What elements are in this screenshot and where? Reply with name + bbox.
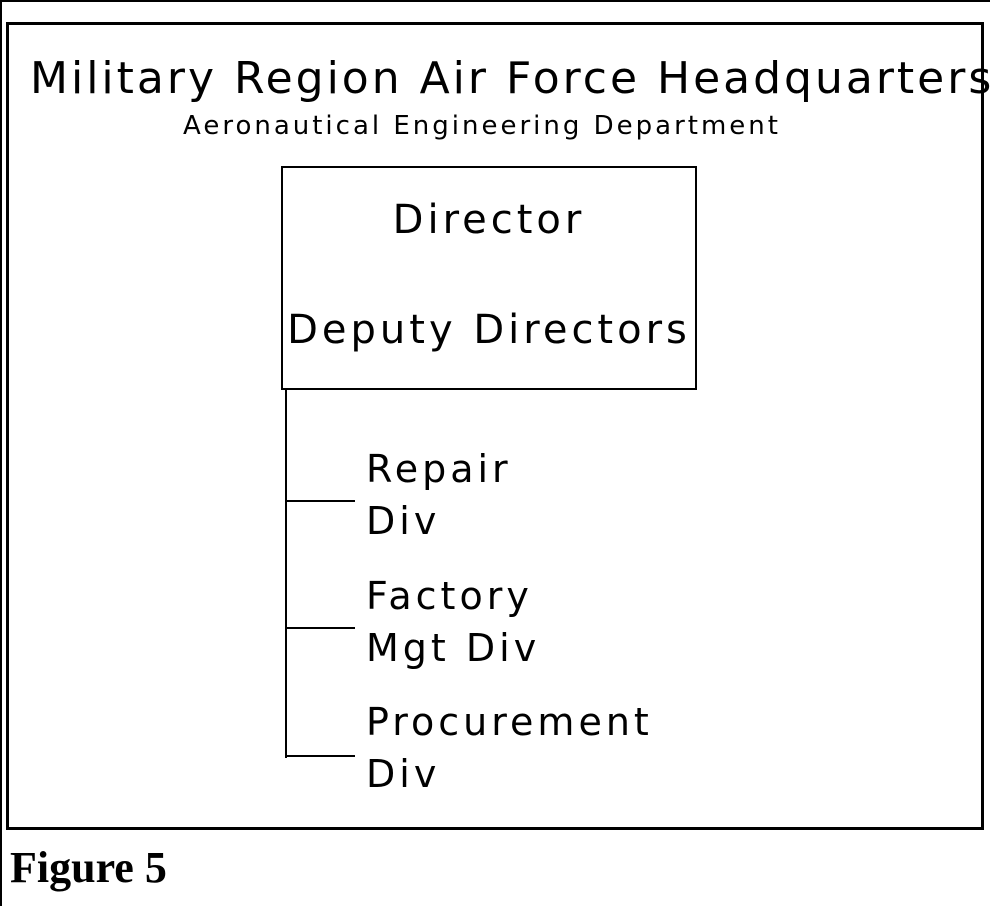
figure-caption: Figure 5 [10,843,167,892]
connector-branch-repair [285,500,355,502]
division-repair: Repair Div [366,443,512,547]
director-box: Director Deputy Directors [281,166,697,390]
division-repair-line2: Div [366,499,441,543]
page-left-border [0,0,2,906]
division-procurement-line2: Div [366,752,441,796]
division-factory-line1: Factory [366,574,533,618]
connector-branch-factory [285,627,355,629]
deputy-directors-label: Deputy Directors [287,307,691,353]
director-label: Director [392,197,586,243]
diagram-title: Military Region Air Force Headquarters [30,53,990,104]
division-factory-mgt: Factory Mgt Div [366,570,540,674]
division-factory-line2: Mgt Div [366,626,541,670]
division-procurement-line1: Procurement [366,700,653,744]
diagram-frame [6,22,984,830]
diagram-subtitle: Aeronautical Engineering Department [183,111,781,141]
division-repair-line1: Repair [366,447,512,491]
division-procurement: Procurement Div [366,696,653,800]
page-top-border [0,0,990,2]
connector-trunk-line [285,390,287,758]
connector-branch-procurement [285,755,355,757]
